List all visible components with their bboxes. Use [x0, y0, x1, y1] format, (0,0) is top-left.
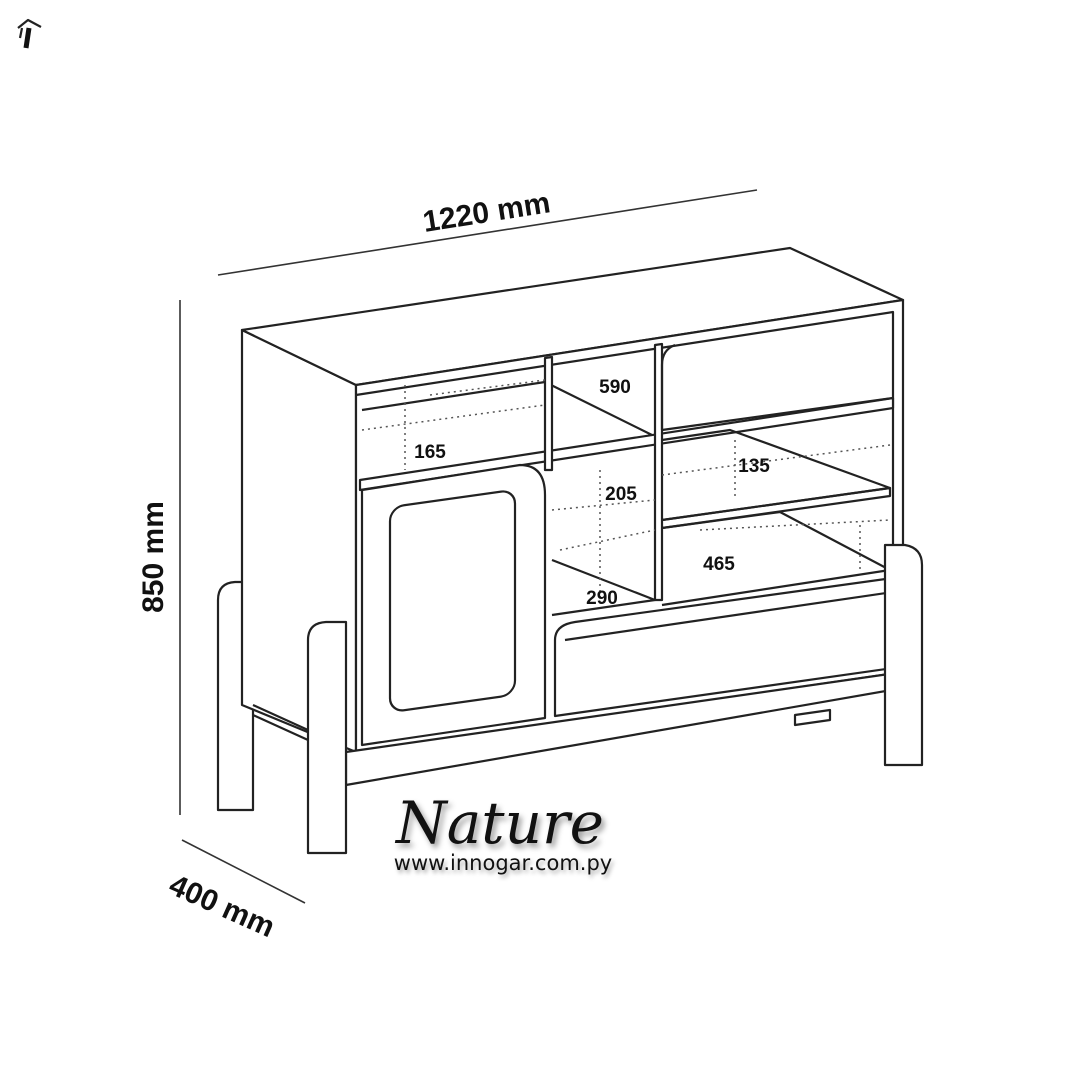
right-shelf-2	[661, 510, 892, 607]
measure-label: 590	[599, 377, 631, 398]
front-left-leg	[306, 620, 348, 855]
side-rail	[252, 703, 309, 742]
measure-label: 205	[605, 484, 637, 505]
measure-label: 135	[738, 456, 770, 477]
upper-right-door-edge	[660, 343, 676, 430]
depth-label: 400 mm	[164, 869, 280, 945]
house-i-logo-icon	[17, 18, 42, 49]
middle-shelf	[551, 558, 657, 617]
width-dimension-line	[217, 189, 758, 276]
door-window	[388, 490, 517, 712]
measure-label: 290	[586, 588, 618, 609]
drawer-edge	[564, 590, 894, 642]
center-divider	[653, 342, 664, 602]
depth-dimension-line	[181, 839, 306, 904]
website-url: www.innogar.com.py	[394, 851, 612, 875]
upper-divider	[543, 355, 554, 472]
measure-label: 465	[703, 554, 735, 575]
brand-logo: Nature	[394, 789, 604, 857]
measurement-guides	[361, 379, 891, 600]
width-label: 1220 mm	[421, 186, 553, 239]
measure-label: 165	[414, 442, 446, 463]
center-support	[793, 708, 832, 727]
front-right-leg	[883, 543, 924, 767]
upper-right-drawer-bottom	[661, 396, 894, 432]
height-label: 850 mm	[137, 501, 170, 613]
upper-shelf	[358, 396, 895, 492]
